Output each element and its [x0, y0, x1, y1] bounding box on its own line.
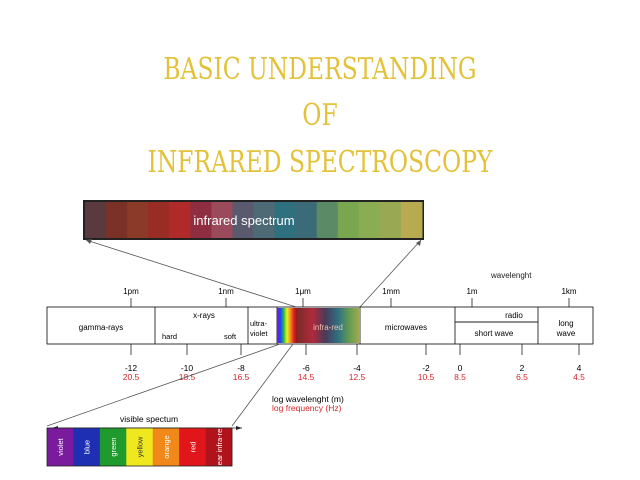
- log-wavelength-tick: -6: [302, 363, 310, 373]
- region-long-wave-2: wave: [556, 329, 576, 338]
- log-frequency-tick: 4.5: [573, 372, 585, 382]
- ir-bar-segment: [106, 202, 128, 238]
- top-tick-label: 1km: [561, 287, 576, 296]
- ir-bar-segment: [211, 202, 233, 238]
- arrow-head: [416, 240, 421, 246]
- visible-band-yellow: [126, 428, 154, 466]
- log-wavelength-tick: 2: [520, 363, 525, 373]
- log-frequency-tick: 6.5: [516, 372, 528, 382]
- visible-connector-right: [231, 343, 294, 427]
- page-title-line-1: BASIC UNDERSTANDING: [163, 52, 477, 87]
- log-frequency-tick: 12.5: [349, 372, 366, 382]
- arrow-head: [86, 239, 92, 244]
- visible-band: [277, 308, 297, 343]
- page-title-line-3: INFRARED SPECTROSCOPY: [147, 145, 493, 180]
- visible-band-blue: [73, 428, 101, 466]
- region-long-wave-1: long: [558, 319, 573, 328]
- ir-bar: [85, 202, 423, 238]
- log-frequency-tick: 14.5: [298, 372, 315, 382]
- visible-band-orange: [152, 428, 180, 466]
- region-short-wave: short wave: [475, 329, 514, 338]
- visible-bar-frame: [46, 427, 233, 467]
- top-tick-label: 1m: [466, 287, 477, 296]
- arrow-head: [236, 426, 242, 430]
- ir-connector-left: [85, 239, 297, 308]
- ir-connector-right: [359, 239, 422, 308]
- infrared-band: [297, 308, 360, 343]
- ir-bar-segment: [148, 202, 170, 238]
- log-wavelength-tick: -4: [353, 363, 361, 373]
- region-microwaves: microwaves: [385, 323, 427, 332]
- visible-band-green: [99, 428, 127, 466]
- ir-bar-segment: [232, 202, 254, 238]
- axis-label-frequency: log frequency (Hz): [272, 403, 342, 413]
- log-wavelength-tick: -12: [125, 363, 138, 373]
- visible-band-label: orange: [162, 435, 171, 458]
- visible-band-label: red: [188, 442, 197, 453]
- bottom-ticks: -12 20.5 -10 18.5 -8 16.5 -6 14.5 -4 12.…: [123, 344, 585, 382]
- region-gamma-rays: gamma-rays: [79, 323, 123, 332]
- region-infra-red: infra-red: [313, 323, 343, 332]
- log-wavelength-tick: -8: [237, 363, 245, 373]
- ir-bar-segment: [295, 202, 318, 238]
- axis-label-wavelength: log wavelenght (m): [272, 394, 344, 404]
- visible-band-label: violet: [56, 437, 65, 455]
- visible-band-label: yellow: [136, 436, 145, 457]
- log-wavelength-tick: -2: [422, 363, 430, 373]
- ir-bar-segment: [274, 202, 297, 238]
- ir-bar-segment: [85, 202, 107, 238]
- visible-spectrum-bar: violet blue green yellow orange red near infra…: [47, 424, 233, 470]
- top-tick-label: 1nm: [218, 287, 234, 296]
- ir-bar-segment: [190, 202, 212, 238]
- visible-band-label: near infra-red: [215, 424, 224, 469]
- log-frequency-tick: 20.5: [123, 372, 140, 382]
- ir-bar-label: infrared spectrum: [193, 213, 294, 228]
- region-radio: radio: [505, 311, 523, 320]
- ir-bar-segment: [337, 202, 360, 238]
- page-title-line-2: OF: [302, 98, 338, 133]
- ir-bar-segment: [400, 202, 423, 238]
- log-frequency-tick: 10.5: [418, 372, 435, 382]
- ir-bar-segment: [169, 202, 191, 238]
- region-ultraviolet-1: ultra-: [250, 319, 268, 328]
- region-ultraviolet-2: violet: [250, 329, 268, 338]
- region-hard: hard: [162, 332, 177, 341]
- top-tick-label: 1μm: [295, 287, 311, 296]
- ir-bar-segment: [358, 202, 381, 238]
- visible-band-red: [179, 428, 206, 466]
- region-x-rays: x-rays: [193, 311, 215, 320]
- top-tick-label: 1mm: [382, 287, 400, 296]
- ir-bar-segment: [316, 202, 339, 238]
- log-wavelength-tick: 0: [458, 363, 463, 373]
- log-wavelength-tick: 4: [577, 363, 582, 373]
- visible-band-label: blue: [83, 440, 92, 454]
- top-tick-label: 1pm: [123, 287, 139, 296]
- visible-spectrum-title: visible spectum: [120, 414, 178, 424]
- visible-band-violet: [47, 428, 74, 466]
- visible-band-label: green: [109, 437, 118, 456]
- region-soft: soft: [224, 332, 237, 341]
- log-wavelength-tick: -10: [181, 363, 194, 373]
- top-ticks: 1pm 1nm 1μm 1mm 1m 1km: [123, 287, 577, 307]
- wavelength-label: wavelenght: [490, 271, 532, 280]
- visible-connector-left: [46, 343, 281, 427]
- visible-band-near-infra-red: [205, 428, 233, 466]
- ir-bar-segment: [379, 202, 402, 238]
- ir-bar-segment: [253, 202, 276, 238]
- log-frequency-tick: 16.5: [233, 372, 250, 382]
- ir-bar-segment: [127, 202, 149, 238]
- log-frequency-tick: 8.5: [454, 372, 466, 382]
